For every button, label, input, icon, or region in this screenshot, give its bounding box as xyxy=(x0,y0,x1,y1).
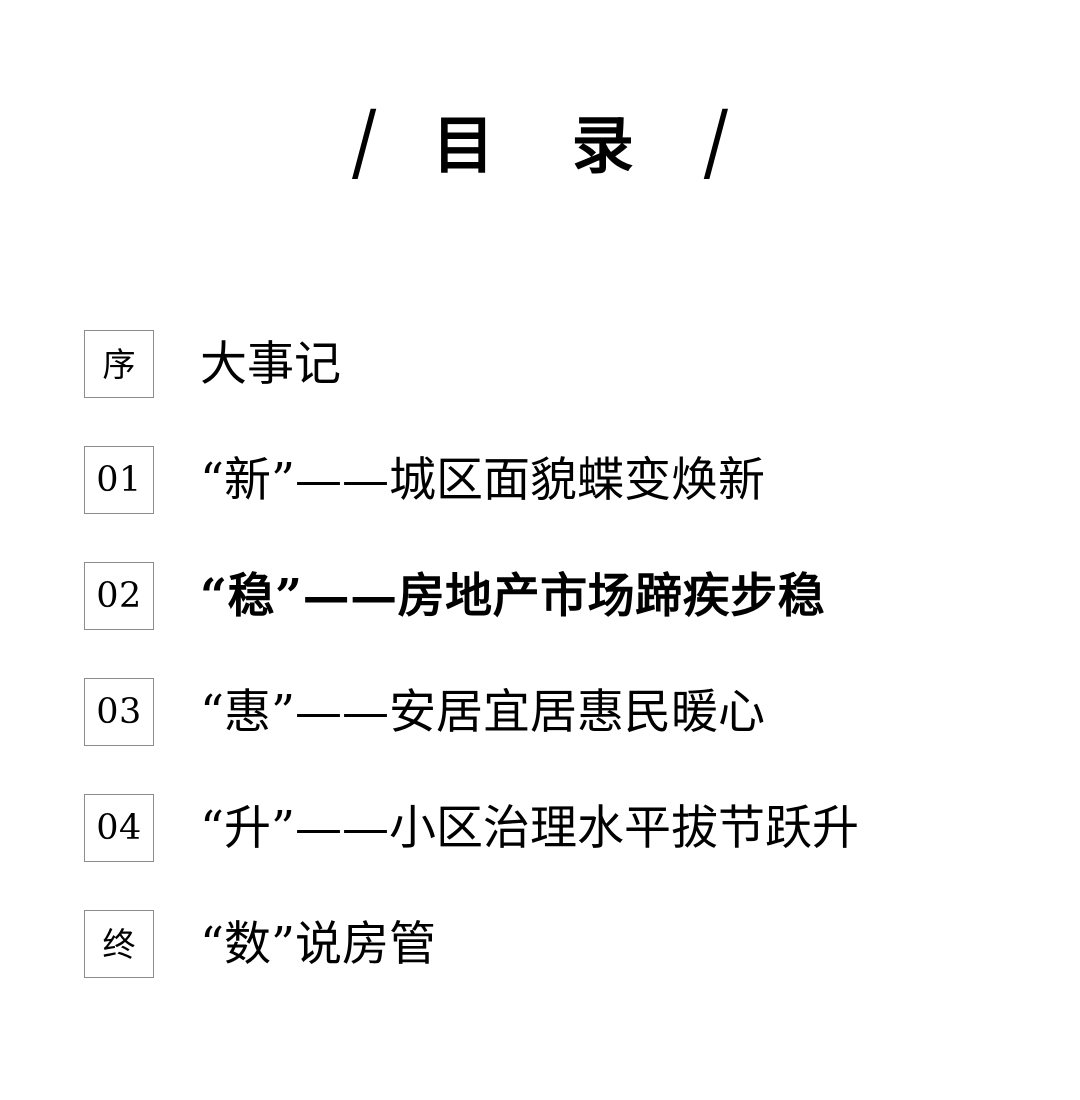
toc-item-marker-4: 04 xyxy=(84,794,154,862)
toc-item-marker-2: 02 xyxy=(84,562,154,630)
toc-item-marker-0: 序 xyxy=(84,330,154,398)
toc-item-marker-text-2: 02 xyxy=(96,575,142,616)
title-slash-left-icon: / xyxy=(351,91,377,192)
toc-item-marker-3: 03 xyxy=(84,678,154,746)
toc-item-marker-1: 01 xyxy=(84,446,154,514)
toc-item-4[interactable]: 04 “升”——小区治理水平拔节跃升 xyxy=(84,794,1044,862)
toc-item-marker-text-0: 序 xyxy=(102,344,136,384)
toc-item-5[interactable]: 终 “数”说房管 xyxy=(84,910,1044,978)
toc-item-marker-5: 终 xyxy=(84,910,154,978)
toc-item-marker-text-1: 01 xyxy=(96,459,142,500)
title-slash-right-icon: / xyxy=(703,91,729,192)
page-title-text: 目 录 xyxy=(432,109,662,182)
page-title: /目 录/ xyxy=(0,99,1080,184)
toc-item-3[interactable]: 03 “惠”——安居宜居惠民暖心 xyxy=(84,678,1044,746)
toc-item-0[interactable]: 序 大事记 xyxy=(84,330,1044,398)
toc-item-marker-text-5: 终 xyxy=(102,924,136,964)
toc-item-label-0: 大事记 xyxy=(200,336,341,392)
toc-item-label-4: “升”——小区治理水平拔节跃升 xyxy=(200,800,860,856)
toc-list: 序 大事记 01 “新”——城区面貌蝶变焕新 02 “稳”——房地产市场蹄疾步稳… xyxy=(84,330,1044,978)
toc-item-marker-text-3: 03 xyxy=(96,691,142,732)
toc-item-label-2: “稳”——房地产市场蹄疾步稳 xyxy=(200,568,826,624)
toc-item-2[interactable]: 02 “稳”——房地产市场蹄疾步稳 xyxy=(84,562,1044,630)
toc-item-1[interactable]: 01 “新”——城区面貌蝶变焕新 xyxy=(84,446,1044,514)
toc-item-label-1: “新”——城区面貌蝶变焕新 xyxy=(200,452,766,508)
toc-item-label-5: “数”说房管 xyxy=(200,916,437,972)
toc-item-label-3: “惠”——安居宜居惠民暖心 xyxy=(200,684,766,740)
toc-item-marker-text-4: 04 xyxy=(96,807,142,848)
